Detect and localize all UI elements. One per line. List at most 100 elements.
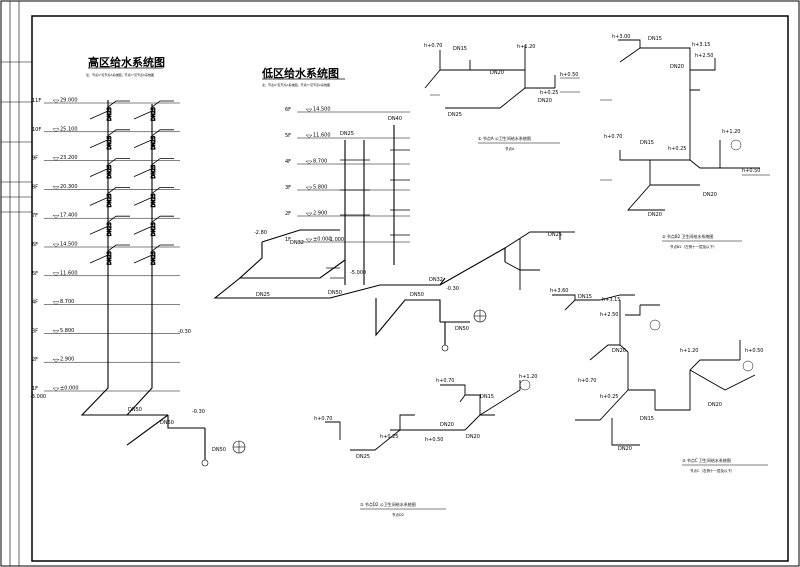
node-c-height-1: h+3.15 <box>602 297 621 303</box>
high-floor-branch <box>151 244 174 252</box>
high-floor-label: 3F <box>32 328 38 334</box>
high-elev-marker <box>52 215 60 219</box>
high-elev-marker <box>52 157 60 161</box>
node-d-caption: ② 节点D2 公卫生间给水系统图 <box>360 501 416 507</box>
high-floor-elev: ±0.000 <box>60 386 79 392</box>
high-floor-branch-down <box>89 254 109 264</box>
node-c-dn-1c: DN20 <box>708 402 722 408</box>
high-floor-branch-down <box>133 139 153 149</box>
node-d-height-1: h+1.20 <box>519 374 538 380</box>
high-floor-label: 6F <box>32 242 38 248</box>
low-elev-0: -2.80 <box>254 230 267 236</box>
node-b-height-4: h+0.70 <box>604 134 623 140</box>
high-floor-elev: 25.100 <box>60 126 78 132</box>
high-riser-dn: DN25 <box>151 222 157 236</box>
low-elev-marker <box>305 108 313 113</box>
node-a-dn-2: DN25 <box>448 112 462 118</box>
node-a-height-3: h+0.25 <box>540 90 559 96</box>
node-d-height-3: h+0.25 <box>380 434 399 440</box>
high-floor-branch-down <box>89 168 109 177</box>
low-dn-3: DN50 <box>328 290 342 296</box>
low-elev-marker <box>305 134 313 139</box>
low-elev-marker <box>305 238 313 243</box>
high-floor-elev: 29.000 <box>60 98 78 104</box>
node-d-height-2: h+0.50 <box>425 437 444 443</box>
inner-border <box>31 15 789 562</box>
high-floor-branch <box>107 100 130 108</box>
high-zone-note: 注：节点A"见节点A系统图，节点C"见节点C系统图 <box>86 72 154 77</box>
low-floor-label: 2F <box>285 211 291 217</box>
node-d-height-0: h+0.70 <box>436 378 455 384</box>
high-floor-branch-down <box>89 139 109 149</box>
high-floor-branch <box>151 100 174 108</box>
node-b-dn-1c: DN20 <box>703 192 717 198</box>
node-b-height-2: h+2.50 <box>695 53 714 59</box>
node-c-dn-0: DN15 <box>578 294 592 300</box>
high-floor-branch-down <box>133 225 153 235</box>
low-dn-2: DN40 <box>388 116 402 122</box>
node-b-dn-0b: DN15 <box>640 140 654 146</box>
node-d-height-0b: h+0.70 <box>314 416 333 422</box>
high-riser-dn: DN25 <box>151 136 157 150</box>
high-floor-elev: 17.400 <box>60 213 78 219</box>
node-b-subcap: 节点B2（左侧十一层及以下） <box>670 244 717 249</box>
node-b-caption: ② 节点B2 卫生间给水系统图 <box>662 233 713 239</box>
node-b-dn-1b: DN20 <box>648 212 662 218</box>
high-elev-marker <box>52 186 60 190</box>
high-floor-elev: 8.700 <box>60 299 74 305</box>
high-floor-label: 4F <box>32 300 38 306</box>
high-riser-dn: DN25 <box>107 193 113 207</box>
node-a-dn-1b: DN20 <box>538 98 552 104</box>
low-dn-0: DN25 <box>256 292 270 298</box>
node-b-dn-1: DN20 <box>670 64 684 70</box>
node-b-height-5: h+1.20 <box>722 129 741 135</box>
low-main <box>329 277 446 299</box>
high-elev-marker <box>52 301 60 305</box>
high-floor-label: 9F <box>32 156 38 162</box>
high-floor-label: 7F <box>32 213 38 219</box>
high-riser-dn: DN25 <box>107 251 113 265</box>
low-floor-elev: 5.800 <box>313 185 327 191</box>
high-riser-1 <box>80 100 168 416</box>
high-riser-dn: DN25 <box>107 107 113 121</box>
node-a-height-0: h+0.70 <box>424 43 443 49</box>
node-b-diagram: h+3.00 h+3.15 h+2.50 h+0.50 h+0.70 h+1.2… <box>600 34 770 249</box>
high-main <box>167 415 205 429</box>
node-b-dn-0: DN15 <box>648 36 662 42</box>
high-floor-elev: 11.600 <box>60 270 78 276</box>
node-a-height-2: h+0.50 <box>560 72 579 78</box>
high-floor-branch <box>107 244 130 252</box>
high-riser-dn: DN25 <box>151 193 157 207</box>
high-floor-branch-down <box>133 254 153 264</box>
high-floor-elev: 20.300 <box>60 184 78 190</box>
low-dn-3b: DN50 <box>410 292 424 298</box>
high-inlet-elev: -0.30 <box>192 409 205 415</box>
low-floor-label: 3F <box>285 185 291 191</box>
low-floor-label: 6F <box>285 107 291 113</box>
high-elev-marker <box>52 243 60 248</box>
high-elev-marker <box>52 99 60 104</box>
high-riser-dn: DN25 <box>151 107 157 121</box>
node-a-subcap: 节点A <box>505 146 515 151</box>
low-elev-marker <box>305 186 313 191</box>
low-floor-label: 5F <box>285 133 291 139</box>
high-floor-branch-down <box>89 225 109 235</box>
high-floor-branch <box>151 129 174 137</box>
high-elev-marker <box>52 330 60 334</box>
node-d-dn-2: DN25 <box>356 454 370 460</box>
high-base-elev: -3.000 <box>30 394 46 400</box>
low-elev-marker <box>305 160 313 165</box>
high-floor-branch <box>151 186 174 194</box>
high-floor-label: 2F <box>32 357 38 363</box>
high-floor-branch-down <box>89 197 109 206</box>
node-b-height-0: h+3.00 <box>612 34 631 40</box>
high-floor-label: 10F <box>32 127 41 133</box>
node-c-height-4: h+1.20 <box>680 348 699 354</box>
low-elev-marker <box>305 212 313 217</box>
high-zone-title: 高区给水系统图 <box>88 55 165 69</box>
node-d-dn-1: DN20 <box>440 422 454 428</box>
high-riser-dn: DN25 <box>107 222 113 236</box>
high-floor-branch-down <box>133 197 153 206</box>
high-floor-branch <box>107 186 130 194</box>
